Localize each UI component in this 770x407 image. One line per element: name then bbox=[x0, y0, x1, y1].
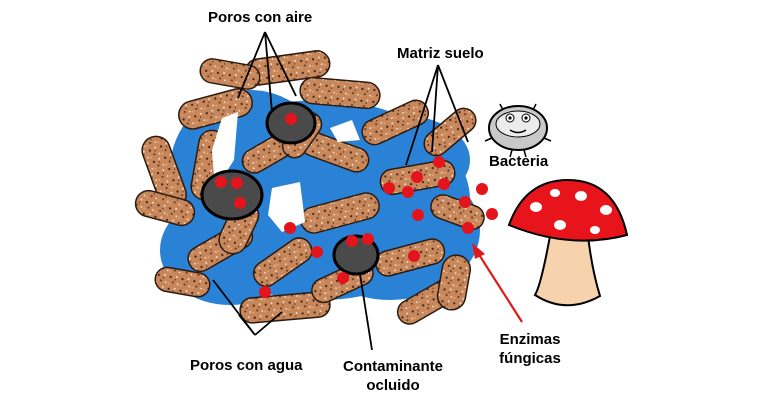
enzyme-dot bbox=[215, 176, 227, 188]
enzyme-dot bbox=[284, 222, 296, 234]
mushroom-icon bbox=[507, 178, 629, 307]
enzyme-dot bbox=[462, 222, 474, 234]
label-poros-agua: Poros con agua bbox=[190, 357, 303, 374]
label-enzimas-line1: Enzimas bbox=[499, 331, 561, 348]
bacterium-icon bbox=[484, 103, 552, 158]
enzyme-dot bbox=[459, 196, 471, 208]
leader-matriz bbox=[405, 64, 469, 166]
enzyme-dot bbox=[234, 197, 246, 209]
aggregate bbox=[134, 189, 196, 227]
enzyme-dot bbox=[402, 186, 414, 198]
contaminant-particle bbox=[332, 234, 380, 276]
label-enzimas: Enzimas fúngicas bbox=[480, 330, 580, 368]
label-contaminante-line1: Contaminante bbox=[342, 358, 443, 375]
label-enzimas-line2: fúngicas bbox=[499, 350, 561, 367]
mushroom-cap bbox=[507, 178, 629, 242]
leader-contaminante bbox=[359, 273, 373, 351]
enzyme-dot bbox=[486, 208, 498, 220]
enzyme-dot bbox=[285, 113, 297, 125]
mushroom-stem bbox=[533, 235, 602, 307]
label-poros-aire: Poros con aire bbox=[208, 9, 313, 26]
enzyme-arrow bbox=[472, 243, 523, 323]
leader-poros-agua bbox=[212, 279, 283, 336]
air-pore bbox=[268, 182, 305, 232]
enzyme-dots bbox=[215, 113, 498, 298]
enzyme-dot bbox=[259, 286, 271, 298]
aggregate bbox=[252, 237, 313, 288]
air-pore bbox=[330, 120, 360, 142]
label-bacteria: Bacteria bbox=[489, 153, 549, 170]
enzyme-dot bbox=[311, 246, 323, 258]
enzyme-dot bbox=[411, 171, 423, 183]
enzyme-dot bbox=[476, 183, 488, 195]
enzyme-dot bbox=[433, 156, 445, 168]
aggregate bbox=[436, 254, 472, 311]
enzyme-dot bbox=[346, 235, 358, 247]
label-contaminante: Contaminante ocluido bbox=[333, 357, 453, 395]
air-pores bbox=[212, 112, 360, 232]
air-pore bbox=[212, 112, 238, 190]
aggregate bbox=[361, 99, 430, 146]
aggregate bbox=[239, 291, 331, 324]
leader-lines bbox=[212, 31, 469, 351]
enzyme-dot bbox=[362, 233, 374, 245]
enzyme-dot bbox=[337, 272, 349, 284]
enzyme-dot bbox=[383, 182, 395, 194]
enzyme-dot bbox=[408, 250, 420, 262]
aggregate bbox=[178, 88, 253, 130]
aggregate bbox=[299, 76, 381, 110]
contaminant-particle bbox=[200, 169, 264, 221]
enzyme-dot bbox=[231, 177, 243, 189]
leader-poros-aire bbox=[237, 31, 297, 113]
aggregate bbox=[154, 266, 211, 298]
label-matriz-suelo: Matriz suelo bbox=[397, 45, 484, 62]
enzyme-dot bbox=[438, 178, 450, 190]
enzyme-dot bbox=[412, 209, 424, 221]
aggregate bbox=[423, 107, 477, 157]
label-contaminante-line2: ocluido bbox=[366, 377, 420, 394]
